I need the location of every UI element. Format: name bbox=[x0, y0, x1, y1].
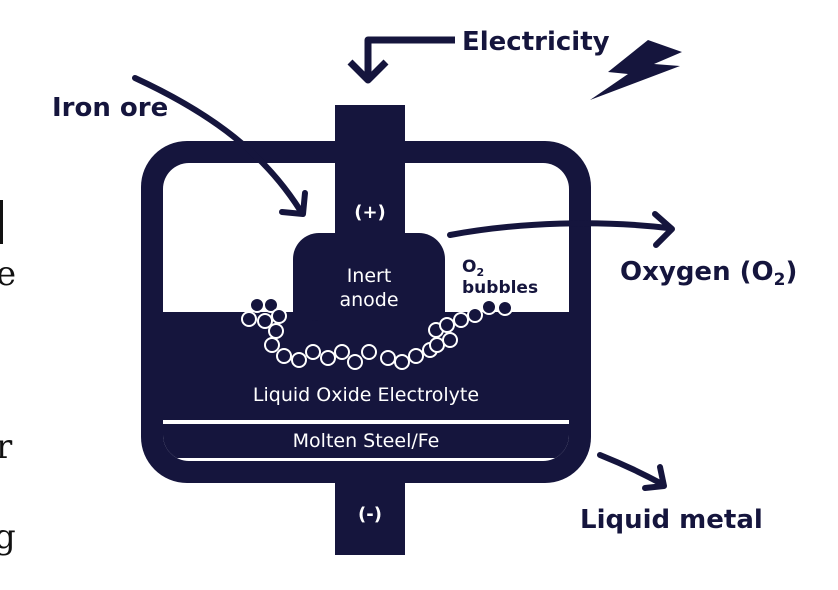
bubble-icon bbox=[453, 312, 469, 328]
bubble-icon bbox=[249, 297, 265, 313]
left-edge-mark bbox=[0, 200, 3, 244]
oxygen-close: ) bbox=[785, 257, 797, 287]
bubble-icon bbox=[291, 352, 307, 368]
bubble-icon bbox=[257, 313, 273, 329]
molten-steel-layer bbox=[163, 424, 569, 458]
oxygen-subscript: 2 bbox=[774, 270, 786, 290]
cropped-letter-r: r bbox=[0, 427, 13, 467]
bubble-icon bbox=[497, 300, 513, 316]
bubble-icon bbox=[408, 348, 424, 364]
bubble-icon bbox=[276, 348, 292, 364]
o2-bubbles bbox=[241, 297, 513, 370]
cathode-rod bbox=[335, 470, 405, 555]
electrolyte-layer bbox=[163, 312, 569, 420]
anode-label: anode bbox=[339, 289, 398, 311]
liquid-metal-label: Liquid metal bbox=[580, 505, 763, 535]
molten-steel-label: Molten Steel/Fe bbox=[293, 430, 440, 452]
anode-polarity-label: (+) bbox=[354, 202, 386, 223]
bubble-icon bbox=[394, 354, 410, 370]
bubble-icon bbox=[380, 350, 396, 366]
electricity-label: Electricity bbox=[462, 27, 610, 57]
oxygen-text: Oxygen (O bbox=[620, 257, 774, 287]
bubble-icon bbox=[268, 323, 284, 339]
liquid-metal-arrow bbox=[597, 452, 667, 491]
bubble-icon bbox=[481, 299, 497, 315]
cropped-letter-g: g bbox=[0, 517, 16, 557]
oxygen-label: Oxygen (O2) bbox=[620, 257, 797, 290]
o2-o: O bbox=[462, 257, 476, 277]
bubble-icon bbox=[264, 337, 280, 353]
inert-label: Inert bbox=[347, 265, 392, 287]
bubble-icon bbox=[305, 344, 321, 360]
o2-bubbles-o-label: O2 bbox=[462, 257, 484, 279]
inert-anode-base bbox=[293, 290, 445, 320]
iron-ore-arrow bbox=[132, 75, 308, 217]
bubble-icon bbox=[429, 337, 445, 353]
o2-subscript: 2 bbox=[476, 266, 484, 279]
bubble-icon bbox=[241, 311, 257, 327]
cropped-letter-e: e bbox=[0, 254, 16, 294]
lightning-bolt-icon bbox=[590, 40, 682, 100]
cathode-polarity-label: (-) bbox=[358, 504, 382, 525]
bubble-icon bbox=[467, 307, 483, 323]
iron-ore-label: Iron ore bbox=[52, 93, 168, 123]
anode-rod bbox=[335, 105, 405, 255]
bubble-icon bbox=[347, 354, 363, 370]
bubble-icon bbox=[361, 344, 377, 360]
bubble-icon bbox=[263, 297, 279, 313]
electricity-arrow bbox=[347, 36, 455, 84]
o2-bubbles-label: bubbles bbox=[462, 278, 538, 298]
bubble-icon bbox=[439, 317, 455, 333]
oxygen-arrow bbox=[447, 211, 675, 248]
electrolyte-label: Liquid Oxide Electrolyte bbox=[253, 384, 479, 406]
bubble-icon bbox=[271, 308, 287, 324]
bubble-icon bbox=[442, 332, 458, 348]
bubble-icon bbox=[334, 344, 350, 360]
bubble-icon bbox=[320, 350, 336, 366]
